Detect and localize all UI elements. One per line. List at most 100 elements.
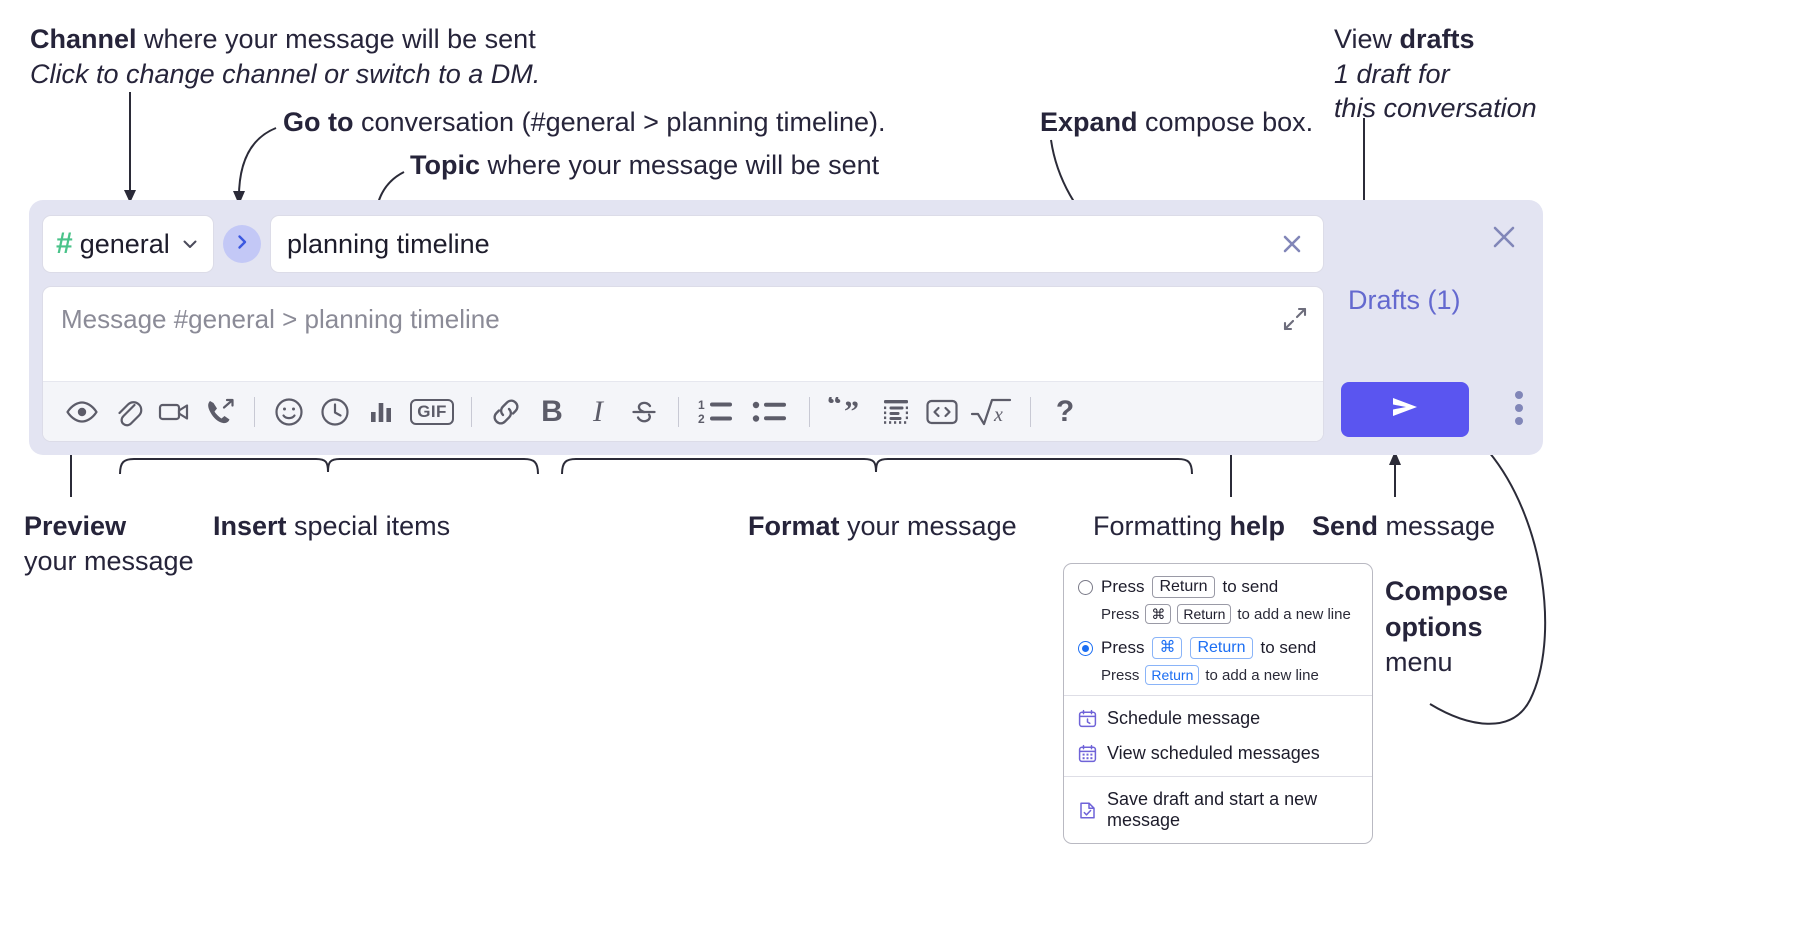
menu-divider	[1064, 695, 1372, 696]
math-icon[interactable]: x	[965, 389, 1019, 435]
ordered-list-icon[interactable]: 1 2	[690, 389, 744, 435]
send-option-cmd-return[interactable]: Press ⌘ Return to send	[1064, 635, 1372, 661]
preview-icon[interactable]	[59, 389, 105, 435]
emoji-icon[interactable]	[266, 389, 312, 435]
go-to-conversation-button[interactable]	[223, 225, 261, 263]
annotation-expand-rest: compose box.	[1137, 107, 1314, 137]
close-icon[interactable]	[1487, 220, 1521, 259]
video-icon[interactable]	[151, 389, 197, 435]
annotation-channel-italic: Click to change channel or switch to a D…	[30, 58, 541, 89]
formatting-toolbar: GIF B I	[43, 381, 1323, 441]
italic-icon[interactable]: I	[575, 389, 621, 435]
toolbar-divider	[809, 396, 810, 427]
chevron-right-icon	[232, 232, 252, 257]
gif-label: GIF	[410, 398, 454, 425]
toolbar-divider	[471, 396, 472, 427]
help-question-icon[interactable]: ?	[1042, 389, 1088, 435]
send-button[interactable]	[1341, 382, 1469, 437]
send-paper-plane-icon	[1385, 390, 1425, 429]
calendar-grid-icon	[1078, 744, 1097, 763]
bold-icon[interactable]: B	[529, 389, 575, 435]
annotation-fhelp-pre: Formatting	[1093, 511, 1230, 541]
svg-text:2: 2	[698, 412, 705, 426]
channel-selector[interactable]: # general	[42, 215, 214, 273]
svg-text:“: “	[827, 397, 842, 421]
send-shortcut-options: Press Return to send Press ⌘ Return to a…	[1064, 564, 1372, 695]
compose-box: # general planning timeline	[29, 200, 1543, 455]
send-option-return-post: to send	[1222, 577, 1279, 596]
inline-code-icon[interactable]	[919, 389, 965, 435]
radio-button[interactable]	[1078, 579, 1093, 595]
svg-text:”: ”	[844, 397, 859, 427]
annotation-preview-line2: your message	[24, 545, 194, 576]
annotation-channel-rest: where your message will be sent	[136, 24, 536, 54]
annotation-topic-bold: Topic	[410, 150, 480, 180]
menu-item-view-scheduled[interactable]: View scheduled messages	[1064, 736, 1372, 771]
key-return: Return	[1177, 604, 1232, 624]
link-icon[interactable]	[483, 389, 529, 435]
expand-icon[interactable]	[1281, 305, 1309, 338]
annotation-format: Format your message	[748, 509, 1017, 544]
annotation-expand-bold: Expand	[1040, 107, 1138, 137]
send-option-return-sub: Press ⌘ Return to add a new line	[1064, 600, 1372, 626]
key-command: ⌘	[1152, 637, 1183, 659]
toolbar-divider	[678, 396, 679, 427]
compose-options-menu: Press Return to send Press ⌘ Return to a…	[1063, 563, 1373, 844]
menu-item-schedule-message[interactable]: Schedule message	[1064, 701, 1372, 736]
key-return: Return	[1190, 637, 1253, 659]
topic-value: planning timeline	[287, 228, 490, 259]
send-option-cmd-pre: Press	[1101, 638, 1145, 657]
annotation-drafts-line1: 1 draft for	[1334, 58, 1450, 89]
gif-icon[interactable]: GIF	[404, 389, 460, 435]
annotation-channel: Channel where your message will be sent …	[30, 22, 540, 91]
menu-item-save-draft[interactable]: Save draft and start a new message	[1064, 782, 1372, 838]
menu-divider	[1064, 776, 1372, 777]
sub-post: to add a new line	[1237, 605, 1351, 623]
strikethrough-icon[interactable]	[621, 389, 667, 435]
annotation-channel-bold: Channel	[30, 24, 137, 54]
annotation-compose-line2: options	[1385, 611, 1483, 642]
audio-call-icon[interactable]	[197, 389, 243, 435]
send-option-return-pre: Press	[1101, 577, 1145, 596]
sub-post: to add a new line	[1205, 666, 1319, 684]
bold-label: B	[541, 394, 563, 428]
drafts-link[interactable]: Drafts (1)	[1348, 285, 1461, 315]
sub-pre: Press	[1101, 666, 1140, 684]
annotation-goto-rest: conversation (#general > planning timeli…	[353, 107, 886, 137]
compose-right-rail: Drafts (1)	[1324, 200, 1543, 455]
message-input-area[interactable]: Message #general > planning timeline	[42, 286, 1324, 442]
send-option-return[interactable]: Press Return to send	[1064, 574, 1372, 600]
code-block-icon[interactable]	[873, 389, 919, 435]
help-label: ?	[1055, 394, 1075, 428]
svg-text:x: x	[993, 404, 1003, 426]
toolbar-divider	[254, 396, 255, 427]
menu-item-label: Schedule message	[1107, 708, 1261, 728]
svg-text:1: 1	[698, 398, 705, 412]
compose-main-column: # general planning timeline	[42, 214, 1324, 442]
radio-button-selected[interactable]	[1078, 640, 1093, 656]
annotation-compose-options: Compose options menu	[1385, 574, 1508, 681]
key-return: Return	[1145, 665, 1200, 685]
save-draft-icon	[1078, 801, 1097, 820]
annotation-send-bold: Send	[1312, 511, 1379, 541]
more-vertical-icon[interactable]	[1515, 391, 1523, 425]
annotation-format-bold: Format	[748, 511, 840, 541]
reminder-clock-icon[interactable]	[312, 389, 358, 435]
poll-bar-chart-icon[interactable]	[358, 389, 404, 435]
close-icon[interactable]	[1275, 227, 1309, 261]
annotation-goto-bold: Go to	[283, 107, 354, 137]
key-return: Return	[1152, 576, 1215, 598]
kebab-dot	[1515, 417, 1523, 425]
blockquote-icon[interactable]: “ ”	[821, 389, 873, 435]
sub-pre: Press	[1101, 605, 1140, 623]
bulleted-list-icon[interactable]	[744, 389, 798, 435]
toolbar-divider	[1030, 396, 1031, 427]
topic-input[interactable]: planning timeline	[270, 215, 1324, 273]
annotation-drafts-line2: this conversation	[1334, 93, 1537, 124]
annotation-expand: Expand compose box.	[1040, 105, 1313, 140]
annotation-compose-line3: menu	[1385, 647, 1453, 678]
attachment-icon[interactable]	[105, 389, 151, 435]
chevron-down-icon	[180, 234, 200, 254]
